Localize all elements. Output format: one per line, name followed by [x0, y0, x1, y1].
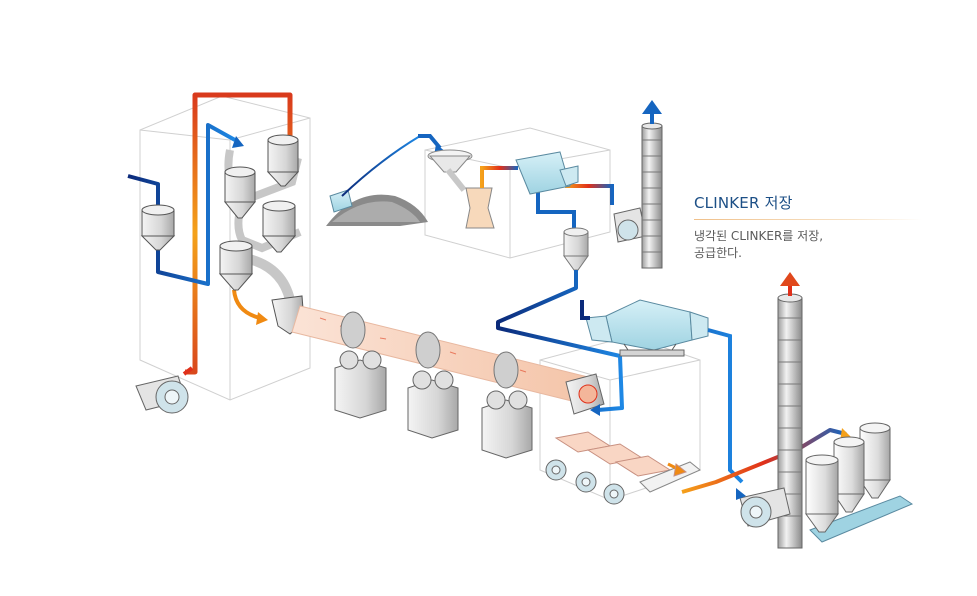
- info-description: 냉각된 CLINKER를 저장, 공급한다.: [694, 229, 824, 260]
- raw-mill-fan: [613, 207, 647, 243]
- cyclone-collector: [563, 227, 589, 271]
- feed-line-arrowhead: [590, 404, 600, 416]
- preheater-fan: [135, 366, 194, 414]
- raw-mill-separator: [515, 151, 579, 195]
- preheater-cyclones: [140, 134, 305, 335]
- clinker-silo-3: [859, 422, 891, 499]
- preheater-hot-duct: [127, 92, 293, 375]
- clinker-silo-1: [805, 454, 839, 533]
- main-fan: [739, 487, 791, 528]
- info-title: CLINKER 저장: [694, 194, 793, 212]
- building-frames: [139, 95, 701, 501]
- clinker-cooler: [554, 431, 701, 493]
- main-stack-arrowhead: [780, 272, 800, 286]
- preheater-silo: [140, 204, 176, 251]
- cyclone-1: [266, 134, 300, 187]
- info-panel: CLINKER 저장 냉각된 CLINKER를 저장, 공급한다.: [694, 192, 934, 262]
- raw-mill-stack-arrowhead: [642, 100, 662, 114]
- main-fan-arrowhead: [736, 488, 746, 500]
- cyclone-2: [223, 166, 257, 219]
- cyclone-3: [261, 200, 297, 253]
- raw-material-pile: [326, 134, 446, 226]
- clinker-silo-2: [833, 436, 865, 513]
- feed-line: [496, 270, 624, 412]
- raw-mill: [427, 149, 495, 229]
- kiln-supports: [334, 350, 533, 459]
- info-divider: [694, 219, 922, 220]
- raw-mill-stack: [641, 122, 663, 269]
- kiln-tires: [340, 311, 519, 389]
- kiln-hood: [565, 373, 605, 415]
- clinker-silos: [805, 422, 914, 543]
- cooler-fans: [545, 459, 625, 505]
- cooler-filter: [585, 299, 709, 357]
- rotary-kiln: [291, 305, 605, 459]
- raw-mill-gas-duct: [480, 166, 614, 228]
- cyclone-4: [218, 240, 254, 291]
